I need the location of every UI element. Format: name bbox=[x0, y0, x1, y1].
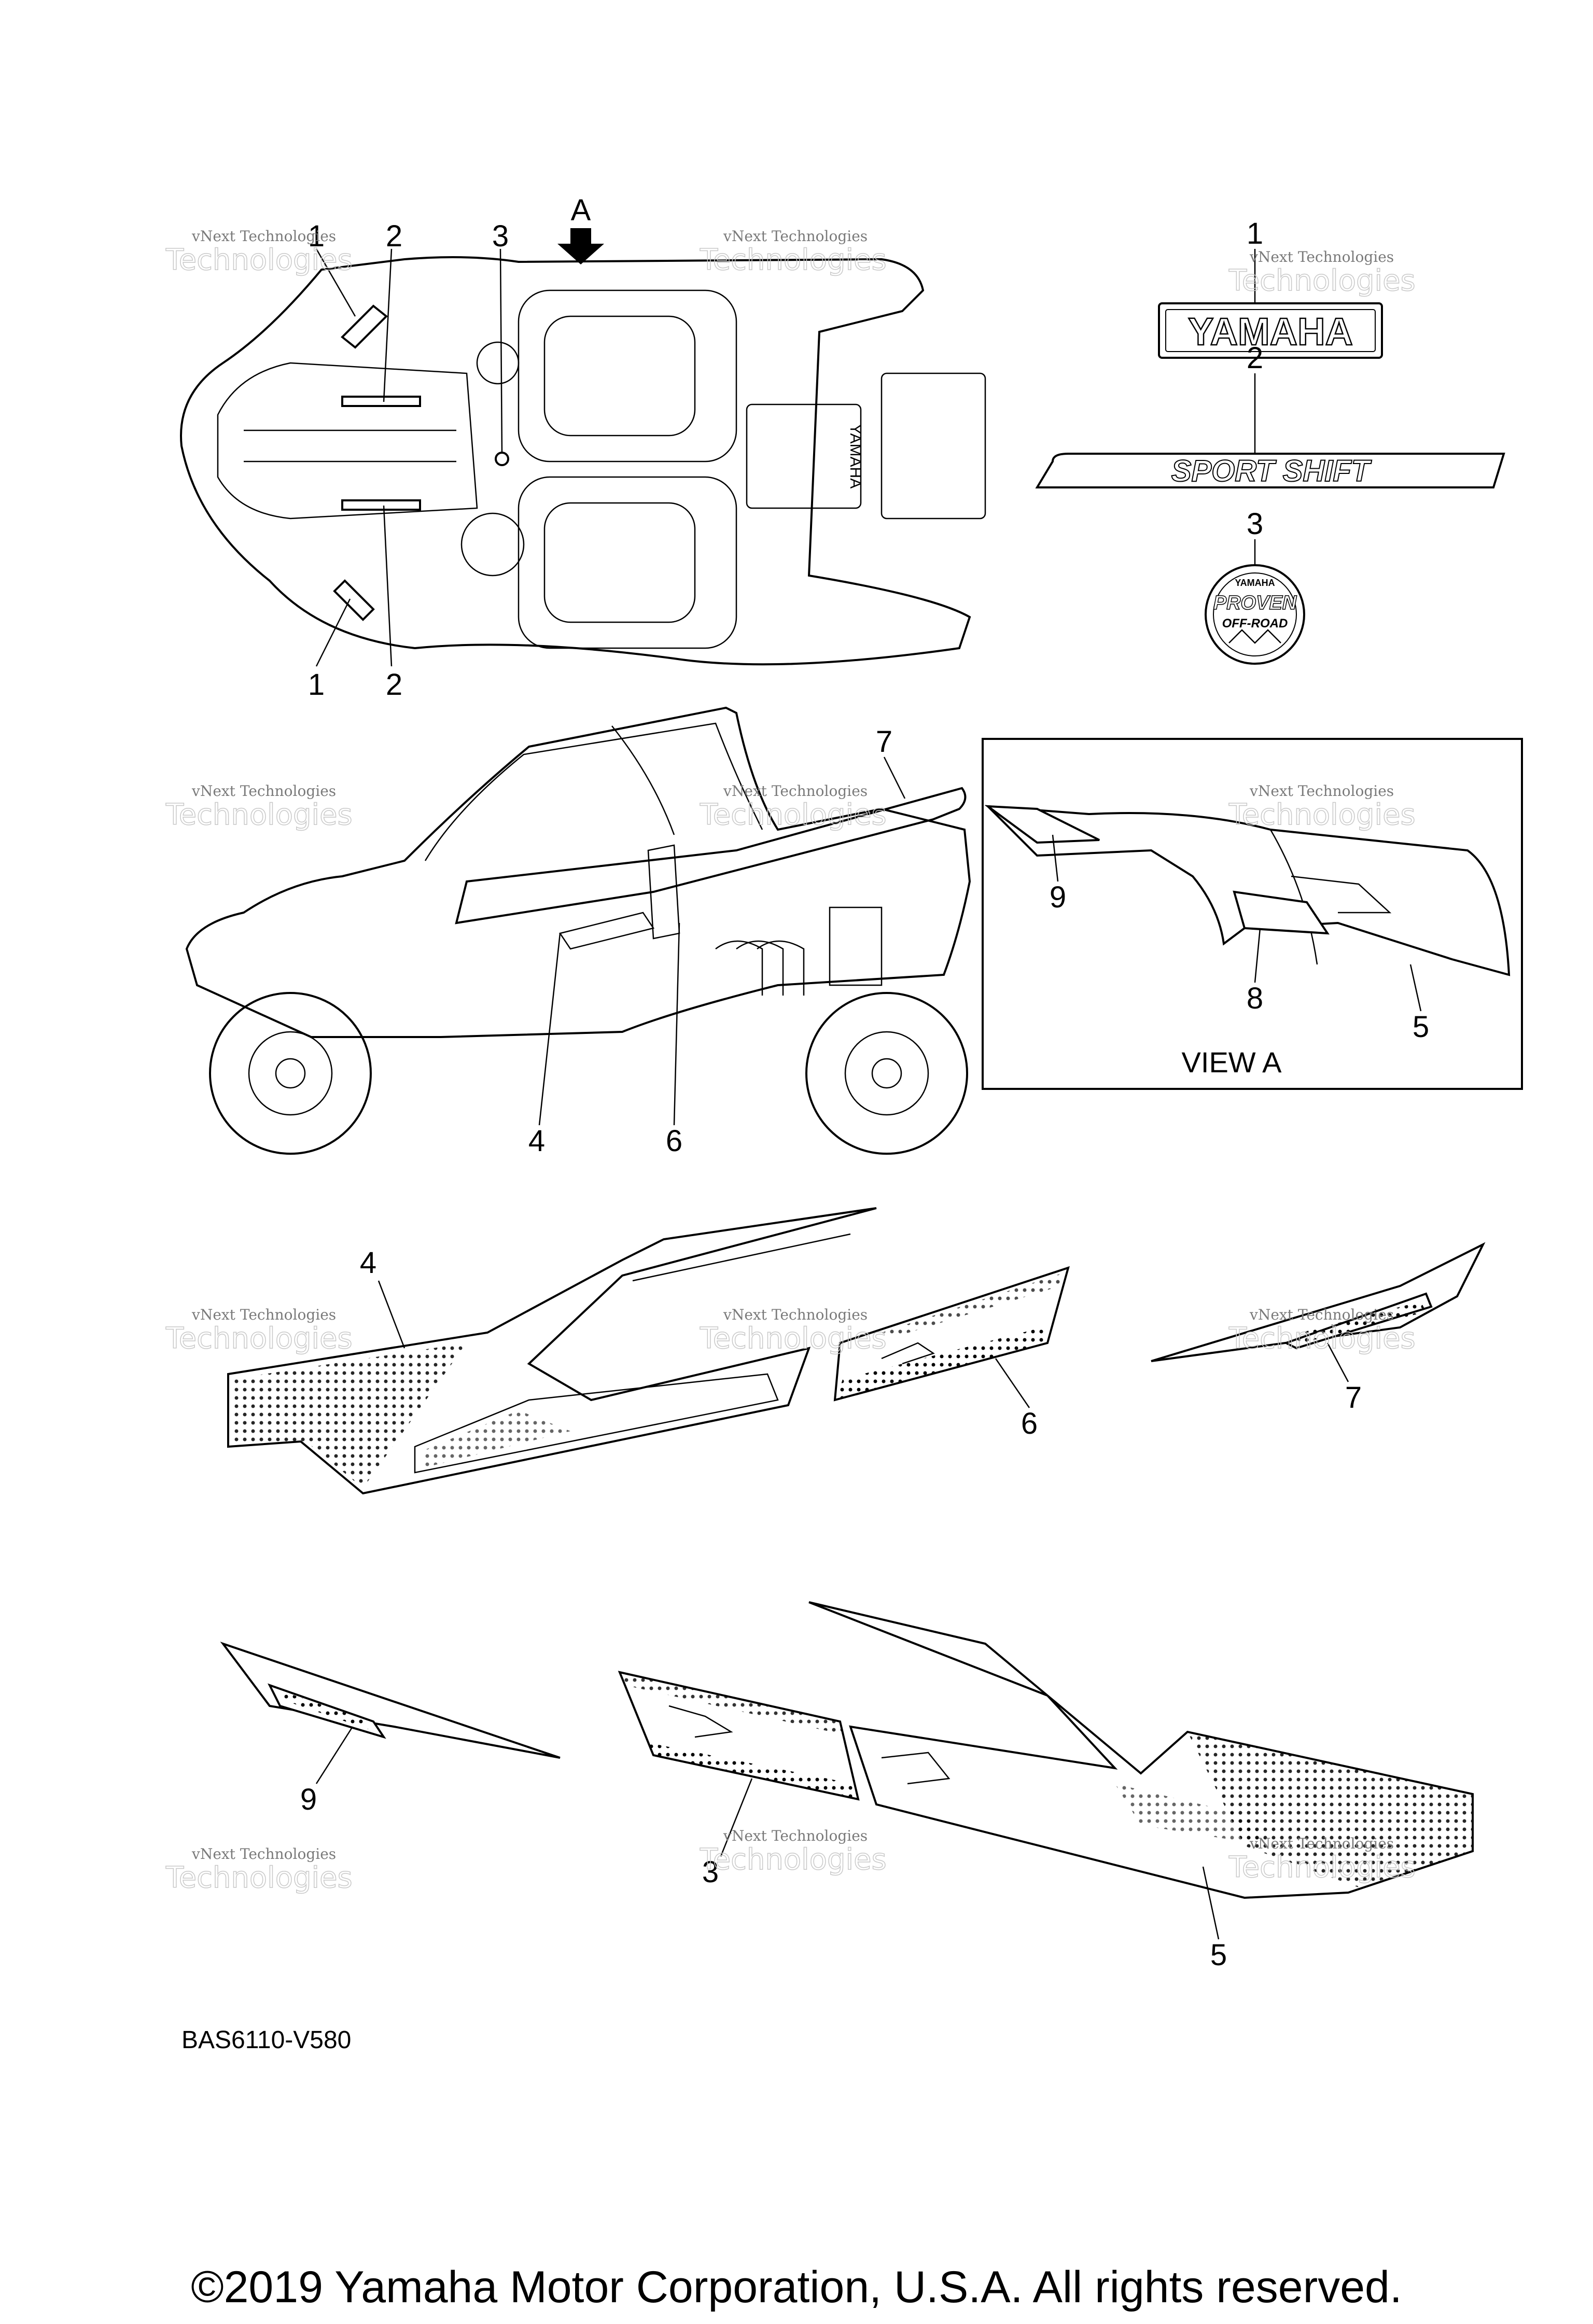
drawing-code: BAS6110-V580 bbox=[181, 2026, 351, 2054]
watermark: vNext Technologies bbox=[1249, 1306, 1394, 1323]
callout-2-bottom: 2 bbox=[386, 668, 402, 702]
decal-7: 7 bbox=[1151, 1242, 1486, 1415]
callout-3-right: 3 bbox=[1247, 507, 1263, 541]
callout-7-decal: 7 bbox=[1345, 1381, 1362, 1415]
callout-9-view-a: 9 bbox=[1050, 880, 1066, 914]
decal-9: 9 bbox=[220, 1642, 561, 1816]
decal-4: 4 bbox=[227, 1207, 877, 1495]
proven-off-road-badge: YAMAHA PROVEN OFF-ROAD bbox=[1205, 564, 1305, 665]
watermark: Technologies bbox=[165, 798, 353, 832]
watermark: vNext Technologies bbox=[191, 1845, 336, 1863]
watermark: vNext Technologies bbox=[723, 228, 868, 245]
callout-8-view-a: 8 bbox=[1247, 982, 1263, 1015]
watermark: Technologies bbox=[1228, 264, 1416, 298]
badge-main-text-2: OFF-ROAD bbox=[1222, 617, 1288, 631]
vehicle-side-view: 7 4 6 bbox=[185, 706, 971, 1158]
watermark: vNext Technologies bbox=[723, 1306, 868, 1323]
watermark: Technologies bbox=[1228, 1322, 1416, 1355]
watermark: vNext Technologies bbox=[191, 782, 336, 800]
watermark: Technologies bbox=[700, 243, 887, 277]
callout-5-decal: 5 bbox=[1210, 1938, 1227, 1972]
sport-shift-decal-text: SPORT SHIFT bbox=[1171, 454, 1372, 488]
callout-2-right: 2 bbox=[1247, 341, 1263, 375]
decal-3: 3 bbox=[618, 1671, 860, 1889]
callout-7-side: 7 bbox=[876, 725, 892, 759]
watermark: vNext Technologies bbox=[191, 228, 336, 245]
callout-1-bottom: 1 bbox=[308, 668, 325, 702]
callout-4-side: 4 bbox=[528, 1124, 545, 1158]
top-view-yamaha-text: YAMAHA bbox=[847, 424, 864, 488]
callout-1-right: 1 bbox=[1247, 217, 1263, 250]
callout-3-top: 3 bbox=[492, 219, 509, 253]
watermark: vNext Technologies bbox=[1249, 1835, 1394, 1852]
vehicle-top-view: YAMAHA A 1 2 3 1 2 bbox=[180, 193, 986, 702]
copyright-notice: ©2019 Yamaha Motor Corporation, U.S.A. A… bbox=[191, 2262, 1402, 2312]
callout-1-top: 1 bbox=[308, 219, 325, 253]
sport-shift-decal bbox=[1035, 453, 1505, 488]
callout-2-top: 2 bbox=[386, 219, 402, 253]
callout-9-decal: 9 bbox=[300, 1783, 317, 1816]
badge-top-text: YAMAHA bbox=[1235, 578, 1275, 588]
watermark: Technologies bbox=[165, 1861, 353, 1895]
watermarks: vNext Technologies Technologies vNext Te… bbox=[165, 228, 1416, 1895]
watermark: vNext Technologies bbox=[723, 1827, 868, 1844]
watermark: vNext Technologies bbox=[1249, 782, 1394, 800]
decal-group-top-right: 1 YAMAHA 2 SPORT SHIFT 3 YAMAHA PROVEN O… bbox=[1035, 217, 1505, 665]
watermark: vNext Technologies bbox=[191, 1306, 336, 1323]
badge-main-text-1: PROVEN bbox=[1213, 592, 1297, 614]
callout-6-side: 6 bbox=[666, 1124, 682, 1158]
watermark: vNext Technologies bbox=[1249, 248, 1394, 265]
watermark: Technologies bbox=[700, 1322, 887, 1355]
view-a-arrow-icon bbox=[557, 228, 604, 264]
watermark: Technologies bbox=[1228, 798, 1416, 832]
rear-wheel bbox=[805, 992, 968, 1155]
watermark: vNext Technologies bbox=[723, 782, 868, 800]
yamaha-decal-text: YAMAHA bbox=[1188, 310, 1353, 353]
view-arrow-letter: A bbox=[571, 193, 591, 227]
yamaha-decal bbox=[1158, 302, 1383, 359]
watermark: Technologies bbox=[700, 798, 887, 832]
watermark: Technologies bbox=[1228, 1851, 1416, 1884]
callout-4-decal: 4 bbox=[360, 1246, 376, 1280]
decal-6: 6 bbox=[833, 1266, 1070, 1440]
watermark: Technologies bbox=[165, 243, 353, 277]
decal-5: 5 bbox=[808, 1601, 1474, 1972]
callout-3-decal: 3 bbox=[702, 1855, 719, 1889]
watermark: Technologies bbox=[165, 1322, 353, 1355]
callout-6-decal: 6 bbox=[1021, 1407, 1038, 1440]
callout-5-view-a: 5 bbox=[1413, 1010, 1429, 1044]
view-a-label: VIEW A bbox=[1182, 1046, 1282, 1079]
watermark: Technologies bbox=[700, 1843, 887, 1877]
front-wheel bbox=[209, 992, 372, 1155]
view-a-box: 9 8 5 VIEW A bbox=[982, 738, 1523, 1090]
